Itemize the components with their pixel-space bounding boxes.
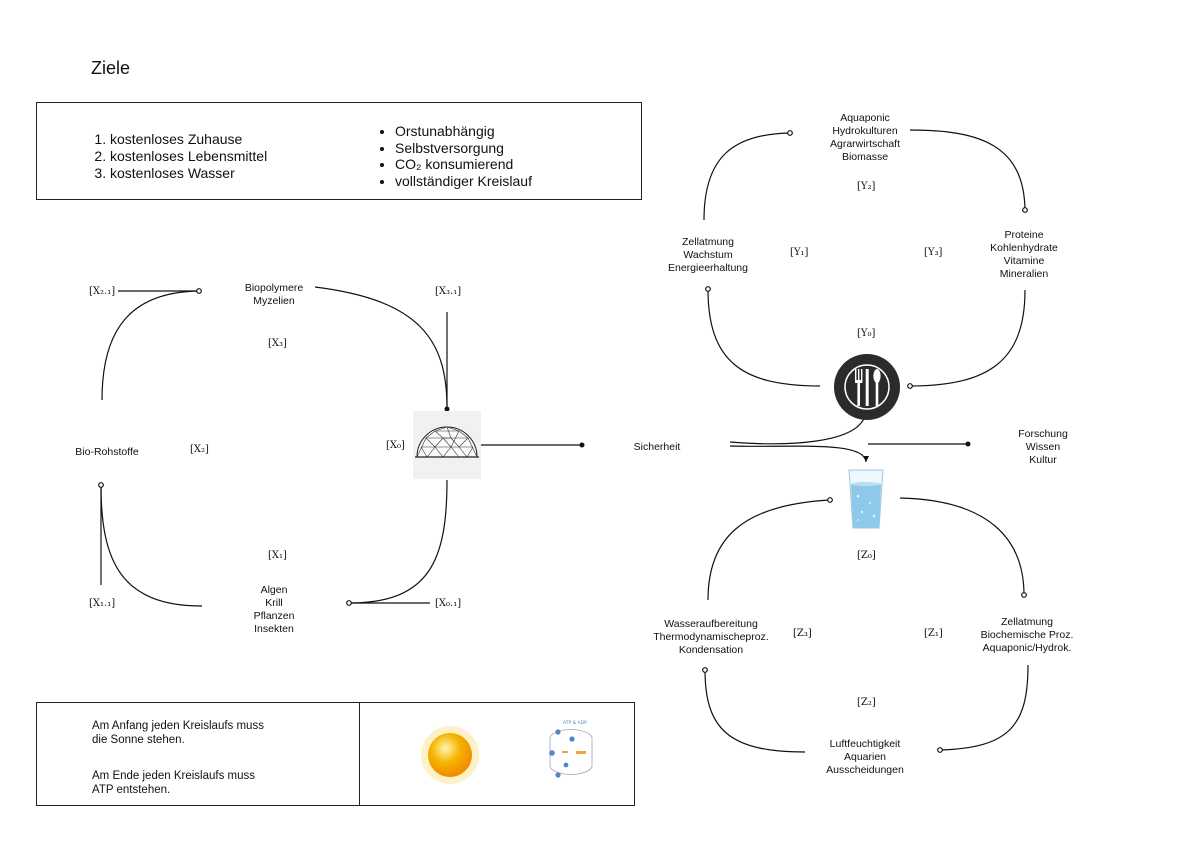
arc-z1 bbox=[939, 664, 1029, 751]
label-aquaponic: Aquaponic Hydrokulturen Agrarwirtschaft … bbox=[829, 112, 901, 163]
label-biopolymere: Biopolymere Myzelien bbox=[244, 282, 304, 307]
tag-x0: [X₀] bbox=[386, 440, 405, 451]
line-to-plate bbox=[729, 409, 867, 445]
tag-x31: [X₃.₁] bbox=[435, 286, 462, 297]
tag-x11: [X₁.₁] bbox=[89, 598, 116, 609]
label-wasseraufbereitung: Wasseraufbereitung Thermodynamischeproz.… bbox=[653, 618, 769, 656]
tag-z2: [Z₂] bbox=[857, 697, 876, 708]
goal-item: kostenloses Wasser bbox=[110, 165, 267, 182]
note-sun: Am Anfang jeden Kreislaufs muss die Sonn… bbox=[92, 720, 264, 746]
tag-y0: [Y₀] bbox=[857, 328, 876, 339]
goal-bullet: Orstunabhängig bbox=[395, 123, 532, 140]
goal-bullet: CO₂ konsumierend bbox=[395, 156, 532, 173]
label-zellatmung-y: Zellatmung Wachstum Energieerhaltung bbox=[668, 236, 748, 274]
water-glass-icon bbox=[848, 469, 884, 529]
principle-note-box: Am Anfang jeden Kreislaufs muss die Sonn… bbox=[36, 702, 360, 806]
tag-x21: [X₂.₁] bbox=[89, 286, 116, 297]
label-forschung: Forschung Wissen Kultur bbox=[1018, 428, 1068, 466]
label-zellatmung-z: Zellatmung Biochemische Proz. Aquaponic/… bbox=[980, 616, 1074, 654]
goals-bullet-list: Orstunabhängig Selbstversorgung CO₂ kons… bbox=[377, 123, 532, 189]
goals-box: kostenloses Zuhause kostenloses Lebensmi… bbox=[36, 102, 642, 200]
arc-x0 bbox=[348, 479, 448, 604]
tag-z0: [Z₀] bbox=[857, 550, 876, 561]
line-to-glass bbox=[729, 445, 867, 463]
arc-x1 bbox=[100, 484, 203, 607]
arc-x2 bbox=[101, 290, 200, 401]
goal-bullet: vollständiger Kreislauf bbox=[395, 173, 532, 190]
tag-x3: [X₃] bbox=[268, 338, 287, 349]
arc-y1 bbox=[707, 288, 821, 387]
atp-caption: ATP & ADP bbox=[563, 720, 587, 726]
page-title: Ziele bbox=[91, 58, 131, 78]
goals-numbered-list: kostenloses Zuhause kostenloses Lebensmi… bbox=[92, 131, 267, 182]
arc-z0 bbox=[899, 497, 1025, 596]
arc-z3 bbox=[707, 499, 831, 601]
sun-atp-box: ATP & ADP bbox=[359, 702, 635, 806]
tag-x01: [X₀.₁] bbox=[435, 598, 462, 609]
goal-bullet: Selbstversorgung bbox=[395, 140, 532, 157]
arc-x3 bbox=[314, 286, 448, 409]
goal-item: kostenloses Zuhause bbox=[110, 131, 267, 148]
label-algen: Algen Krill Pflanzen Insekten bbox=[253, 584, 295, 635]
plate-cutlery-icon bbox=[834, 354, 900, 420]
arc-y0 bbox=[909, 289, 1026, 387]
sun-icon bbox=[421, 726, 479, 784]
label-bio-rohstoffe: Bio-Rohstoffe bbox=[75, 446, 139, 458]
tag-z1: [Z₁] bbox=[924, 628, 943, 639]
geodesic-dome-icon bbox=[413, 411, 481, 479]
atp-cycle-icon: ATP & ADP bbox=[549, 720, 593, 778]
tag-x1: [X₁] bbox=[268, 550, 287, 561]
label-proteine: Proteine Kohlenhydrate Vitamine Minerali… bbox=[990, 229, 1058, 280]
tag-y2: [Y₂] bbox=[857, 181, 876, 192]
tag-x2: [X₂] bbox=[190, 444, 209, 455]
tag-z3: [Z₃] bbox=[793, 628, 812, 639]
arc-y2 bbox=[703, 132, 791, 221]
tag-y1: [Y₁] bbox=[790, 247, 809, 258]
label-luftfeuchtigkeit: Luftfeuchtigkeit Aquarien Ausscheidungen bbox=[826, 738, 904, 776]
label-sicherheit: Sicherheit bbox=[633, 441, 681, 453]
tag-y3: [Y₃] bbox=[924, 247, 943, 258]
note-atp: Am Ende jeden Kreislaufs muss ATP entste… bbox=[92, 770, 255, 796]
arc-z2 bbox=[704, 669, 806, 753]
arc-y3 bbox=[909, 129, 1026, 211]
goal-item: kostenloses Lebensmittel bbox=[110, 148, 267, 165]
